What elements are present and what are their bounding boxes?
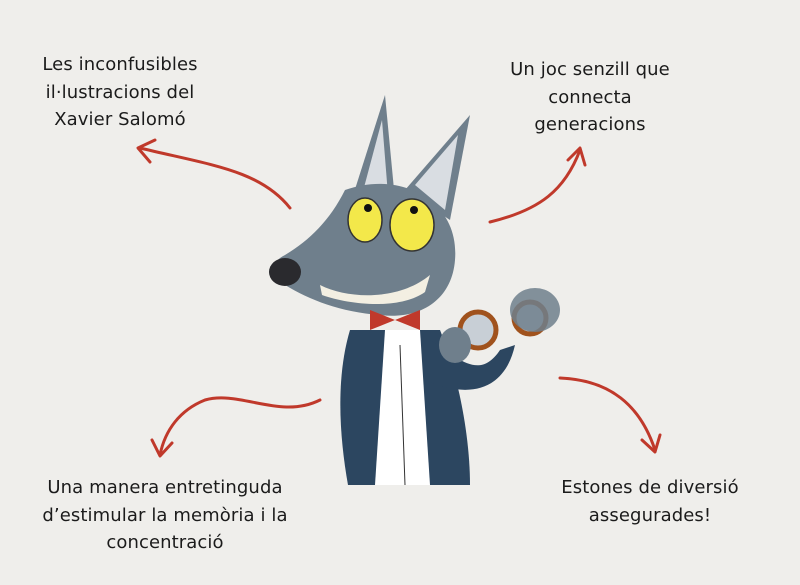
arrow-top-right-icon xyxy=(488,146,587,224)
caption-illustrations: Les inconfusibles il·lustracions del Xav… xyxy=(20,51,220,134)
caption-line: connecta xyxy=(548,86,632,108)
caption-generations: Un joc senzill que connecta generacions xyxy=(480,56,700,139)
arrow-top-left-icon xyxy=(136,138,292,210)
caption-line: Estones de diversió xyxy=(561,477,739,498)
caption-line: Una manera entretinguda xyxy=(47,477,283,498)
caption-line: d’estimular la memòria i la xyxy=(42,504,288,526)
arrow-bottom-right-icon xyxy=(558,376,662,454)
caption-line: il·lustracions del xyxy=(45,81,195,103)
caption-line: assegurades! xyxy=(588,504,712,526)
arrow-bottom-left-icon xyxy=(150,396,322,458)
caption-line: Les inconfusibles xyxy=(42,54,198,75)
caption-fun: Estones de diversió assegurades! xyxy=(540,474,760,529)
caption-line: Un joc senzill que xyxy=(510,59,670,80)
caption-line: Xavier Salomó xyxy=(54,109,186,130)
caption-line: concentració xyxy=(106,532,224,553)
wolf-illustration xyxy=(269,95,560,486)
caption-line: generacions xyxy=(534,114,646,135)
caption-memory: Una manera entretinguda d’estimular la m… xyxy=(20,474,310,557)
